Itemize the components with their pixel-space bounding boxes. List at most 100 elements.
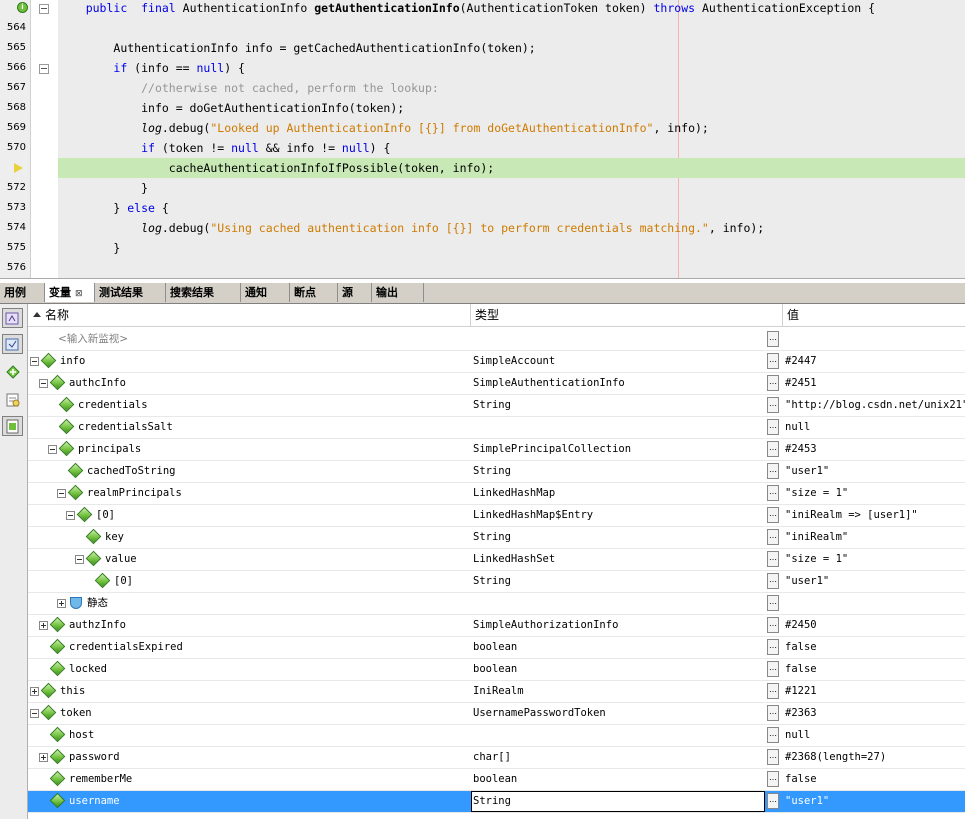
watch-alt-icon[interactable] (2, 334, 23, 354)
ellipsis-button[interactable]: … (767, 705, 779, 721)
ellipsis-button[interactable]: … (767, 749, 779, 765)
ellipsis-button[interactable]: … (767, 573, 779, 589)
tab-3[interactable]: 搜索结果 (166, 283, 241, 302)
collapse-icon[interactable] (30, 357, 39, 366)
ellipsis-button[interactable]: … (767, 661, 779, 677)
ellipsis-button[interactable]: … (767, 507, 779, 523)
variable-value[interactable]: #2453 (785, 443, 817, 455)
sort-arrow-icon[interactable] (33, 312, 41, 317)
variable-value[interactable]: false (785, 641, 817, 653)
ellipsis-button[interactable]: … (767, 771, 779, 787)
ellipsis-button[interactable]: … (767, 793, 779, 809)
ellipsis-button[interactable]: … (767, 353, 779, 369)
fold-toggle-icon[interactable] (39, 64, 49, 74)
ellipsis-button[interactable]: … (767, 463, 779, 479)
variable-value[interactable]: "size = 1" (785, 553, 849, 565)
type-cell-editor[interactable] (471, 791, 765, 812)
ellipsis-button[interactable]: … (767, 375, 779, 391)
variable-value[interactable]: "iniRealm => [user1]" (785, 509, 918, 521)
ellipsis-button[interactable]: … (767, 441, 779, 457)
code-line[interactable]: public final AuthenticationInfo getAuthe… (58, 0, 965, 18)
ellipsis-button[interactable]: … (767, 331, 779, 347)
close-tab-icon[interactable]: ⊠ (75, 289, 83, 299)
evaluate-icon[interactable] (2, 390, 23, 410)
expand-icon[interactable] (30, 687, 39, 696)
variable-value[interactable]: null (785, 421, 811, 433)
collapse-icon[interactable] (66, 511, 75, 520)
code-line[interactable]: log.debug("Looked up AuthenticationInfo … (58, 118, 965, 138)
variable-value[interactable]: "user1" (785, 575, 830, 587)
code-line[interactable]: info = doGetAuthenticationInfo(token); (58, 98, 965, 118)
variable-value[interactable]: #2450 (785, 619, 817, 631)
tab-6[interactable]: 源 (338, 283, 372, 302)
ellipsis-button[interactable]: … (767, 419, 779, 435)
variable-value[interactable]: #2451 (785, 377, 817, 389)
code-line[interactable]: log.debug("Using cached authentication i… (58, 218, 965, 238)
code-line[interactable]: if (info == null) { (58, 58, 965, 78)
code-line[interactable]: } (58, 238, 965, 258)
variable-value[interactable]: "http://blog.csdn.net/unix21" (785, 399, 965, 411)
ellipsis-button[interactable]: … (767, 551, 779, 567)
column-divider[interactable] (782, 304, 783, 326)
expand-icon[interactable] (39, 753, 48, 762)
tab-4[interactable]: 通知 (241, 283, 290, 302)
table-row[interactable]: host…null (28, 725, 965, 747)
variable-value[interactable]: null (785, 729, 811, 741)
variable-value[interactable]: #2368(length=27) (785, 751, 887, 763)
tab-2[interactable]: 测试结果 (95, 283, 166, 302)
variable-value[interactable]: #2363 (785, 707, 817, 719)
ellipsis-button[interactable]: … (767, 639, 779, 655)
variable-value[interactable]: #2447 (785, 355, 817, 367)
fold-toggle-icon[interactable] (39, 4, 49, 14)
column-header-name[interactable]: 名称 (45, 308, 70, 322)
variable-value[interactable]: "user1" (785, 465, 830, 477)
variable-value[interactable]: false (785, 773, 817, 785)
collapse-icon[interactable] (39, 379, 48, 388)
table-row[interactable]: 静态… (28, 593, 965, 615)
code-line[interactable]: } (58, 178, 965, 198)
add-watch-icon[interactable] (2, 362, 23, 382)
watch-icon[interactable] (2, 308, 23, 328)
table-row[interactable]: [0]LinkedHashMap$Entry…"iniRealm => [use… (28, 505, 965, 527)
variable-value[interactable]: "user1" (785, 795, 830, 807)
tab-0[interactable]: 用例 (0, 283, 45, 302)
layout-icon[interactable] (2, 416, 23, 436)
code-line[interactable] (58, 18, 965, 38)
ellipsis-button[interactable]: … (767, 397, 779, 413)
ellipsis-button[interactable]: … (767, 617, 779, 633)
ellipsis-button[interactable]: … (767, 683, 779, 699)
ellipsis-button[interactable]: … (767, 529, 779, 545)
code-line[interactable]: if (token != null && info != null) { (58, 138, 965, 158)
collapse-icon[interactable] (48, 445, 57, 454)
expand-icon[interactable] (57, 599, 66, 608)
code-area[interactable]: public final AuthenticationInfo getAuthe… (58, 0, 965, 278)
override-marker-icon[interactable]: i (17, 2, 28, 13)
tab-7[interactable]: 输出 (372, 283, 424, 302)
collapse-icon[interactable] (57, 489, 66, 498)
column-header-value[interactable]: 值 (787, 308, 800, 322)
ellipsis-button[interactable]: … (767, 595, 779, 611)
collapse-icon[interactable] (75, 555, 84, 564)
variable-value[interactable]: #1221 (785, 685, 817, 697)
column-divider[interactable] (470, 304, 471, 326)
ellipsis-button[interactable]: … (767, 485, 779, 501)
code-line[interactable] (58, 258, 965, 278)
expand-icon[interactable] (39, 621, 48, 630)
ellipsis-button[interactable]: … (767, 727, 779, 743)
table-row[interactable]: [0]String…"user1" (28, 571, 965, 593)
